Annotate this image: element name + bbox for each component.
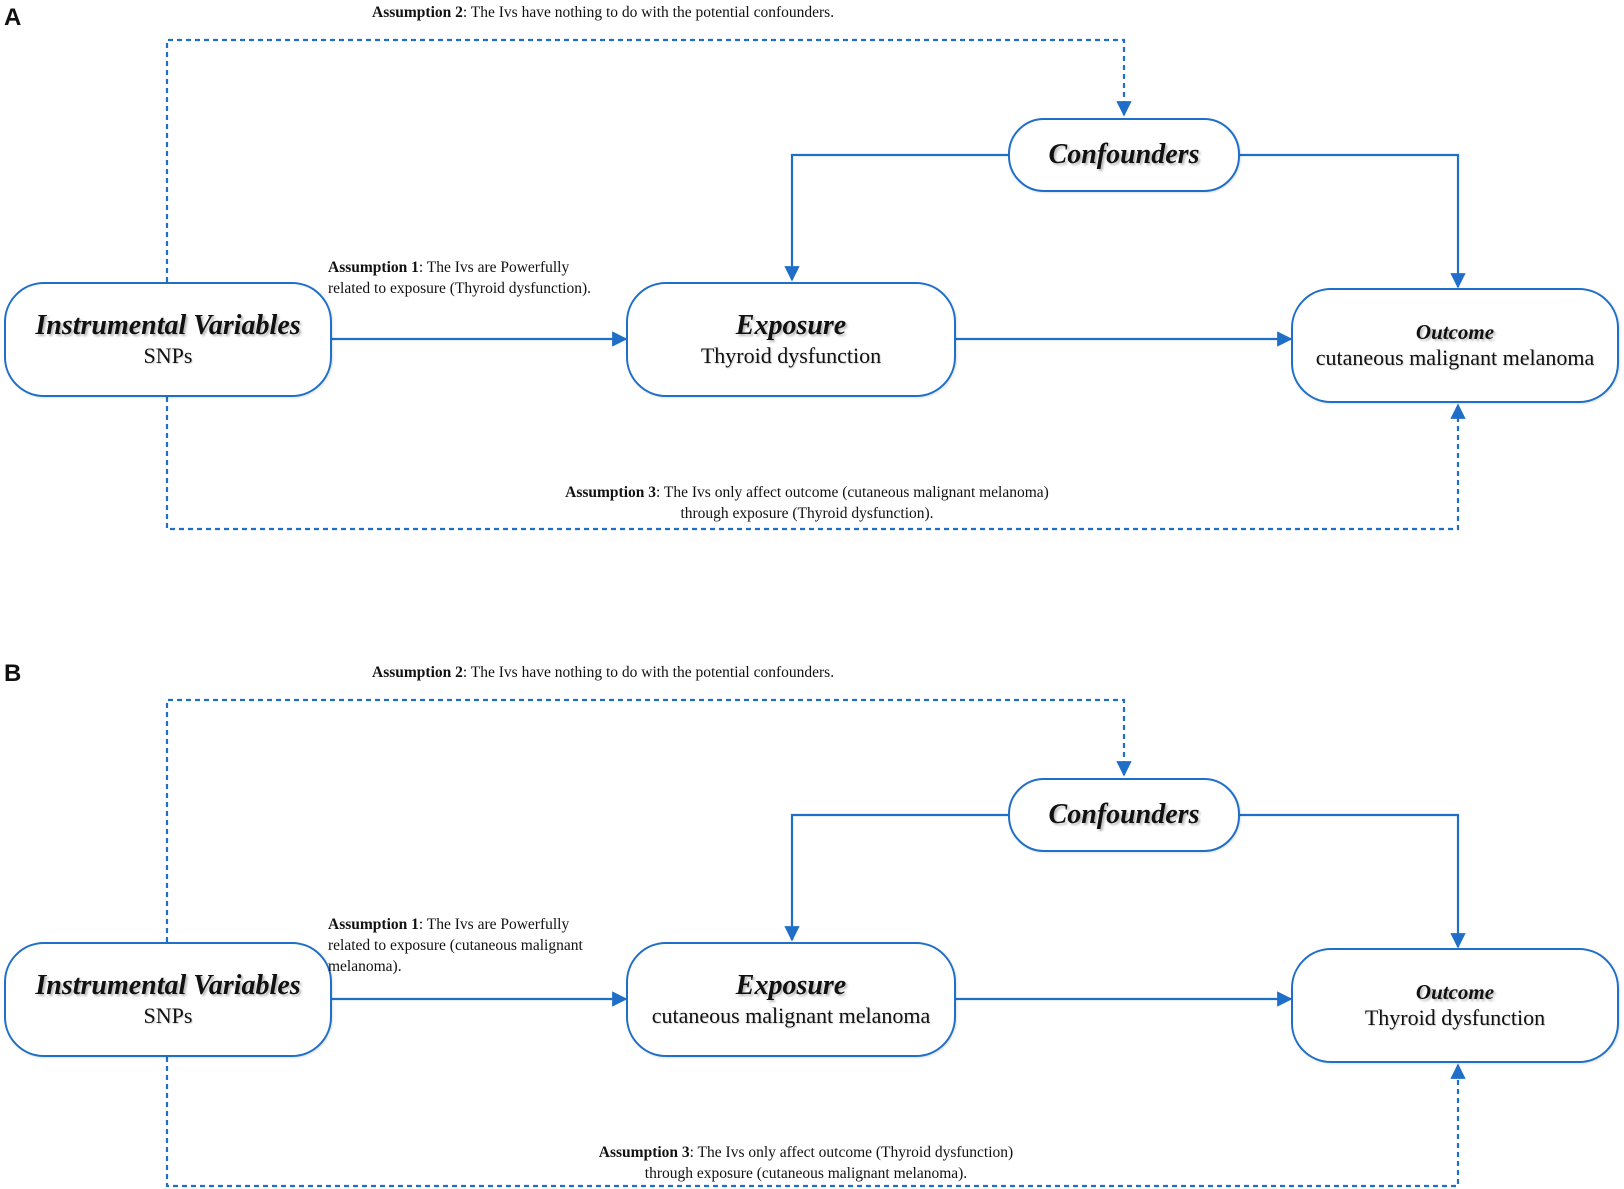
node-subtitle: cutaneous malignant melanoma [1315,344,1595,370]
node-title: Outcome [1415,979,1495,1004]
assumption-label: Assumption 3 [598,1144,690,1161]
panel-b: B Instrumental Variables SNPs Exposure c… [0,660,1624,1189]
confounders-to-exposure-arrow [784,813,1008,942]
assumption-3-path [165,397,1466,531]
assumption-text: related to exposure (Thyroid dysfunction… [328,280,591,297]
confounders-to-exposure-arrow [784,153,1008,282]
node-title: Exposure [735,969,847,1001]
node-subtitle: Thyroid dysfunction [1364,1004,1546,1030]
assumption-label: Assumption 2 [372,664,463,681]
node-subtitle: Thyroid dysfunction [700,342,882,368]
node-subtitle: SNPs [143,342,193,368]
outcome-node: Outcome Thyroid dysfunction [1291,948,1619,1063]
assumption-label: Assumption 2 [372,4,463,21]
node-title: Outcome [1415,319,1495,344]
assumption-2-path [165,698,1132,942]
node-title: Confounders [1048,798,1200,830]
confounders-to-outcome-arrow [1240,153,1466,289]
assumption-2-path [165,38,1132,282]
instrumental-variables-node: Instrumental Variables SNPs [4,942,332,1057]
panel-letter-b: B [4,660,22,687]
confounders-node: Confounders [1008,778,1240,852]
assumption-1-note: Assumption 1: The Ivs are Powerfully rel… [328,914,583,977]
panel-b-connectors [165,698,1466,1188]
node-title: Instrumental Variables [35,309,301,341]
node-subtitle: SNPs [143,1002,193,1028]
assumption-text: : The Ivs only affect outcome (cutaneous… [656,484,1049,501]
assumption-label: Assumption 1 [328,916,419,933]
assumption-3-note: Assumption 3: The Ivs only affect outcom… [537,482,1077,524]
instrumental-variables-node: Instrumental Variables SNPs [4,282,332,397]
assumption-3-note: Assumption 3: The Ivs only affect outcom… [556,1142,1056,1184]
node-title: Instrumental Variables [35,969,301,1001]
assumption-text: : The Ivs are Powerfully [418,916,570,933]
confounders-to-outcome-arrow [1240,813,1466,949]
panel-letter-a: A [4,4,22,31]
node-title: Exposure [735,309,847,341]
outcome-node: Outcome cutaneous malignant melanoma [1291,288,1619,403]
node-title: Confounders [1048,138,1200,170]
assumption-3-path [165,1057,1466,1188]
assumption-text: : The Ivs have nothing to do with the po… [462,664,835,681]
assumption-text: related to exposure (cutaneous malignant [328,937,583,954]
assumption-2-note: Assumption 2: The Ivs have nothing to do… [372,2,834,23]
panel-a: A Instrumental Variables SNPs Exposure T… [0,0,1624,594]
exposure-node: Exposure cutaneous malignant melanoma [626,942,956,1057]
assumption-text: : The Ivs only affect outcome (Thyroid d… [689,1144,1014,1161]
panel-a-connectors [165,38,1466,531]
assumption-text: through exposure (cutaneous malignant me… [644,1165,968,1182]
assumption-text: : The Ivs have nothing to do with the po… [462,4,835,21]
assumption-1-note: Assumption 1: The Ivs are Powerfully rel… [328,257,591,299]
assumption-label: Assumption 1 [328,259,419,276]
confounders-node: Confounders [1008,118,1240,192]
exposure-node: Exposure Thyroid dysfunction [626,282,956,397]
assumption-text: melanoma). [328,958,402,975]
assumption-text: : The Ivs are Powerfully [418,259,570,276]
assumption-text: through exposure (Thyroid dysfunction). [680,505,934,522]
assumption-label: Assumption 3 [565,484,657,501]
assumption-2-note: Assumption 2: The Ivs have nothing to do… [372,662,834,683]
node-subtitle: cutaneous malignant melanoma [651,1002,931,1028]
